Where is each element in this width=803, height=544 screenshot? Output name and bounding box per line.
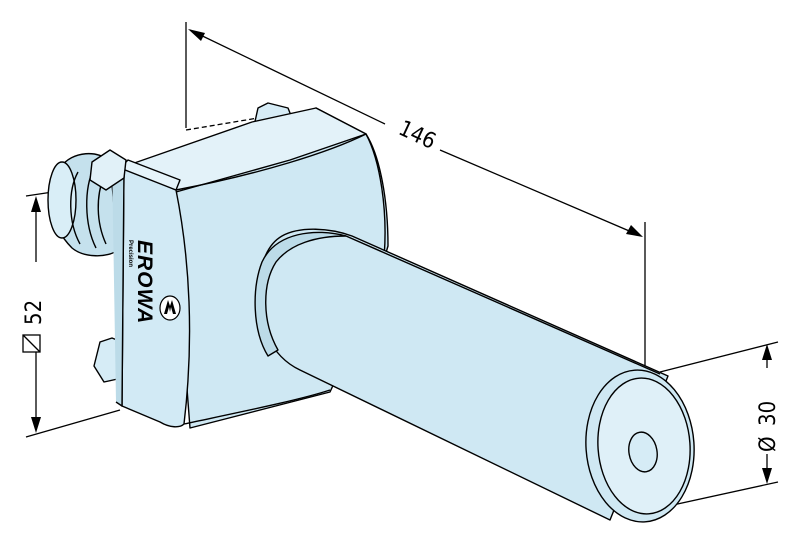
dimension-diameter-symbol: Ø — [756, 436, 781, 452]
dimension-diameter-label: 30 — [756, 401, 781, 426]
block-front-face — [121, 167, 191, 428]
arrowhead-top — [31, 196, 41, 212]
center-bore — [628, 431, 658, 473]
hex-nut — [89, 149, 127, 191]
arrowhead-upper — [762, 344, 772, 360]
pillar-collar — [254, 231, 347, 357]
brand-name: EROWA — [133, 240, 156, 324]
extension-line-upper — [659, 341, 779, 373]
brand-tagline: Precision — [127, 240, 133, 267]
logo-emblem-icon — [159, 295, 181, 321]
brand-marking: EROWA Precision — [127, 240, 156, 324]
spigot-face — [47, 161, 77, 239]
dimension-line-a — [189, 29, 386, 125]
extension-line-bottom — [25, 409, 121, 438]
block-right-edge — [365, 133, 386, 259]
arrowhead-lower — [762, 468, 772, 484]
dimension-length — [185, 22, 646, 392]
hidden-line — [185, 117, 259, 131]
square-symbol-icon — [22, 334, 41, 353]
dimension-line-b — [439, 149, 642, 237]
arrowhead-bottom — [31, 417, 41, 433]
spigot-ring-1 — [70, 171, 81, 245]
arrowhead-left — [188, 29, 205, 41]
square-symbol-diagonal — [22, 334, 41, 353]
part-body — [47, 102, 695, 523]
pillar-highlight — [345, 235, 661, 375]
arrowhead-right — [626, 225, 643, 237]
block-edge-curve — [175, 133, 367, 191]
dimension-length-label: 146 — [395, 116, 440, 155]
block-bottom-edge — [183, 389, 331, 425]
dimension-square-label: 52 — [22, 300, 47, 325]
